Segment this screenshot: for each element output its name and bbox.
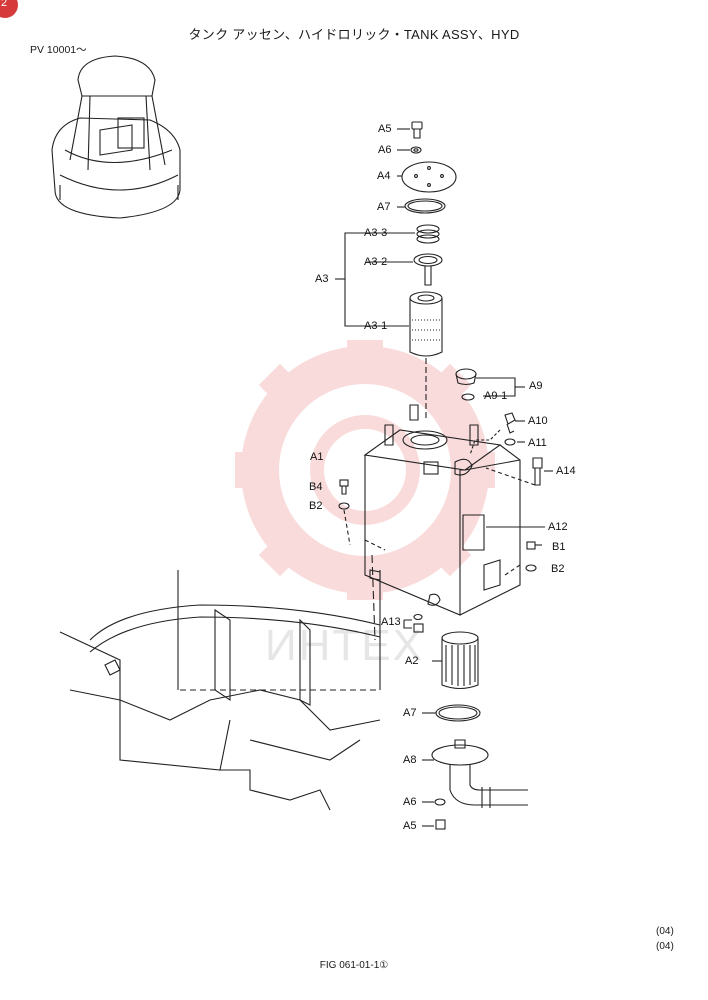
callout-a5-top: A5 xyxy=(378,123,392,135)
chassis-frame xyxy=(59,570,381,811)
callout-a11: A11 xyxy=(528,437,547,449)
callout-a7-top: A7 xyxy=(377,201,391,213)
part-b4-b2-left xyxy=(338,479,351,546)
part-a13-drain xyxy=(403,613,424,633)
revision-code-2: (04) xyxy=(656,941,674,952)
callout-b2-right: B2 xyxy=(551,563,565,575)
callout-a9: A9 xyxy=(529,380,543,392)
part-a7-oring-top xyxy=(397,198,446,214)
callout-a3-2: A3-2 xyxy=(364,256,388,268)
part-a3-1-filter-element xyxy=(392,291,443,420)
callout-a4: A4 xyxy=(377,170,391,182)
callout-a1: A1 xyxy=(310,451,324,463)
part-a1-hydraulic-tank xyxy=(363,404,521,641)
callout-a6-top: A6 xyxy=(378,144,392,156)
callout-a13: A13 xyxy=(381,616,401,628)
callout-a3: A3 xyxy=(315,273,329,285)
part-a10-plug xyxy=(504,412,525,434)
callout-a6-bottom: A6 xyxy=(403,796,417,808)
part-a3-3-spring xyxy=(367,224,440,244)
callout-a14: A14 xyxy=(556,465,576,477)
part-a6-a5-bottom xyxy=(422,798,446,830)
serial-range-note: PV 10001～ xyxy=(30,44,87,56)
callout-a5-bottom: A5 xyxy=(403,820,417,832)
callout-a2: A2 xyxy=(405,655,419,667)
watermark-text: ИНТЕХ xyxy=(265,621,424,670)
part-a6-washer-top xyxy=(397,146,422,154)
part-a8-suction-flange xyxy=(422,739,528,808)
part-b1-b2-right xyxy=(504,541,542,576)
callout-a10: A10 xyxy=(528,415,548,427)
part-a3-2-valve xyxy=(367,253,443,286)
callout-a8: A8 xyxy=(403,754,417,766)
revision-code-1: (04) xyxy=(656,926,674,937)
callout-a3-3: A3-3 xyxy=(364,227,388,239)
corner-badge: 2 xyxy=(0,0,18,18)
callout-b2-left: B2 xyxy=(309,500,323,512)
part-a7-oring-bottom xyxy=(422,704,481,722)
callout-b4: B4 xyxy=(309,481,323,493)
callout-b1: B1 xyxy=(552,541,566,553)
callout-a3-1: A3-1 xyxy=(364,320,388,332)
callout-a9-1: A9-1 xyxy=(484,390,508,402)
figure-number: FIG 061-01-1① xyxy=(319,960,389,971)
part-a14-sensor xyxy=(485,457,553,486)
machine-thumbnail xyxy=(51,55,181,219)
part-a9-breather-cap xyxy=(455,368,525,401)
part-a2-strainer xyxy=(432,631,479,690)
callout-a12: A12 xyxy=(548,521,568,533)
page-title: タンク アッセン、ハイドロリック・TANK ASSY、HYD xyxy=(188,27,520,42)
a3-group-bracket xyxy=(335,232,392,327)
callout-a7-bottom: A7 xyxy=(403,707,417,719)
part-a5-bolt-top xyxy=(397,121,423,139)
part-a11-washer xyxy=(469,429,525,456)
part-a4-cover xyxy=(397,161,457,193)
